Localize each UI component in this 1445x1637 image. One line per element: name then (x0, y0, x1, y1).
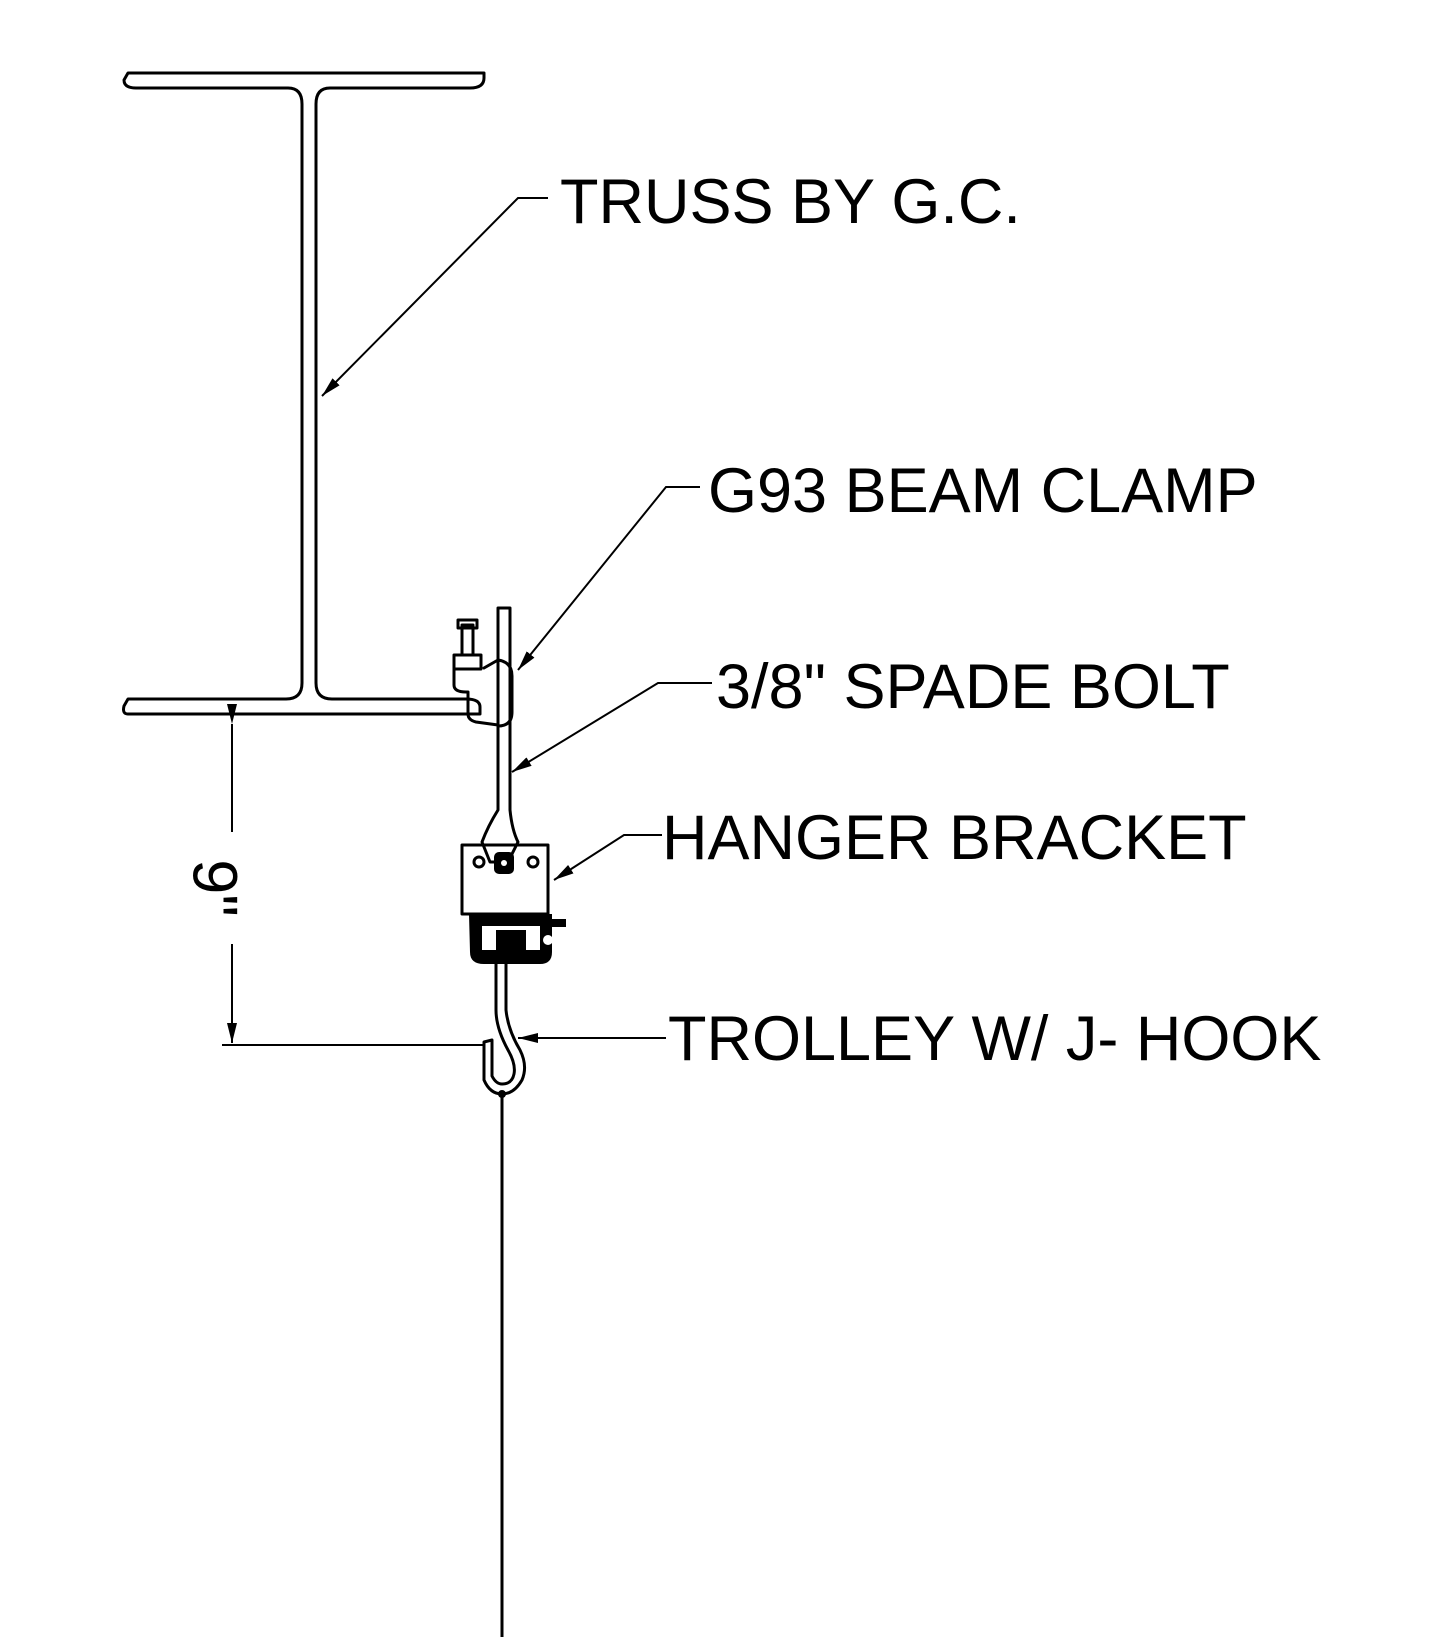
trolley (469, 914, 566, 964)
spade-bolt-leader (511, 682, 712, 773)
dimension-9-inch: 9" (179, 704, 484, 1046)
spade-bolt (480, 606, 520, 864)
j-hook (482, 962, 527, 1098)
beam-clamp (452, 618, 514, 728)
beam-clamp-leader (517, 486, 700, 671)
i-beam-truss (122, 71, 486, 716)
hanger-bracket-leader (553, 834, 662, 881)
truss-label: TRUSS BY G.C. (560, 167, 1021, 237)
hanger-bracket-label: HANGER BRACKET (662, 803, 1247, 873)
hanger-bracket (460, 843, 550, 916)
truss-leader (321, 197, 548, 397)
dimension-text: 9" (179, 859, 249, 916)
beam-clamp-label: G93 BEAM CLAMP (708, 456, 1258, 526)
trolley-label: TROLLEY W/ J- HOOK (668, 1004, 1321, 1074)
spade-bolt-label: 3/8" SPADE BOLT (716, 652, 1230, 722)
